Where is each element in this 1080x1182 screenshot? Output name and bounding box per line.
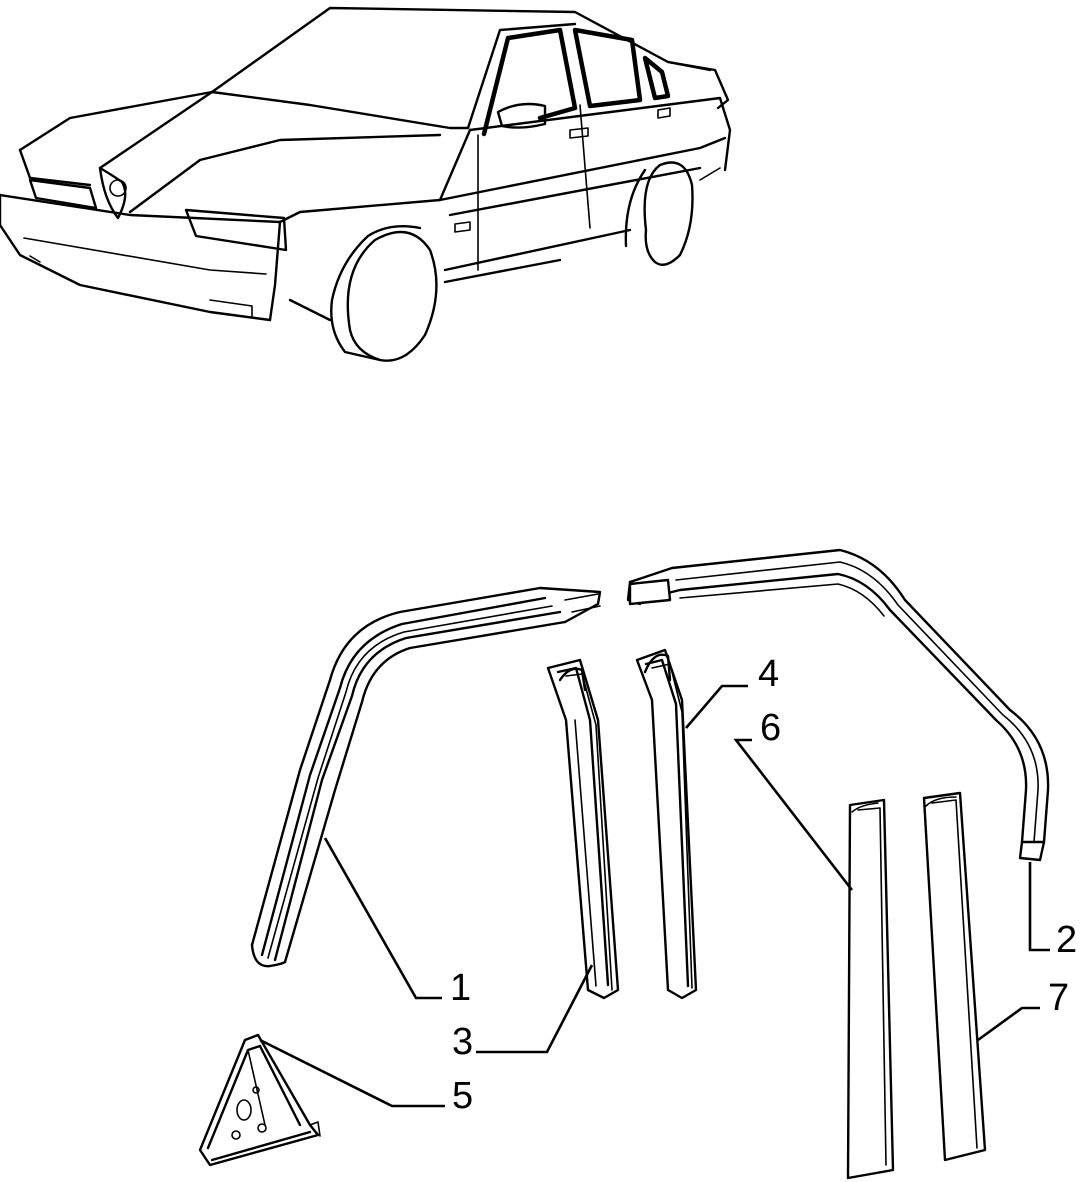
leader-2: [1028, 862, 1050, 952]
part-1-front-window-seal: [250, 586, 602, 968]
callout-6: 6: [760, 707, 781, 749]
callout-5: 5: [452, 1075, 473, 1117]
part-2-rear-window-seal: [626, 548, 1050, 862]
callout-7: 7: [1048, 977, 1069, 1019]
callout-2: 2: [1056, 919, 1077, 961]
car-illustration: [0, 6, 732, 362]
leader-4: [685, 684, 748, 729]
part-5-corner-trim: [198, 1033, 321, 1167]
callout-labels: 1 2 3 4 5 6 7: [450, 653, 1077, 1117]
part-7-trim-strip: [922, 791, 987, 1162]
leader-7: [977, 1006, 1040, 1042]
leader-1: [323, 837, 442, 1000]
leader-3: [476, 964, 594, 1054]
callout-3: 3: [452, 1021, 473, 1063]
leader-5: [259, 1038, 445, 1108]
callout-4: 4: [758, 653, 779, 695]
part-4-rear-glass-channel: [635, 648, 698, 1000]
leader-lines: [259, 684, 1050, 1108]
callout-1: 1: [450, 967, 471, 1009]
part-3-front-glass-channel: [546, 658, 620, 1000]
part-6-trim-strip: [846, 798, 895, 1180]
leader-6: [733, 738, 854, 891]
